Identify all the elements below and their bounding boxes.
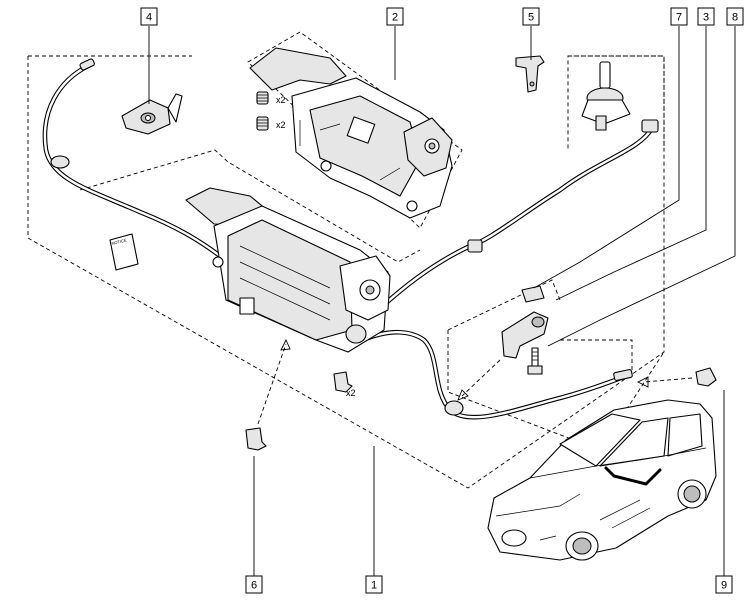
clip-quantity: x2 [346,388,356,398]
spring-quantity-a: x2 [276,95,286,105]
callout-2: 2 [386,7,404,26]
cable-end-fitting-left [79,58,95,71]
svg-text:7: 7 [676,12,682,24]
headlamp-assembly [185,187,391,353]
svg-text:4: 4 [146,12,152,24]
cable-lower [365,329,629,420]
clip-part-9 [695,367,717,387]
callout-5: 5 [522,7,540,26]
clip-part-5 [515,55,545,93]
clip-part-6 [245,427,267,451]
vehicle-harness [604,466,662,486]
svg-text:5: 5 [528,12,534,24]
bolt-part-8 [527,347,543,375]
arrow-bracket [461,359,501,397]
callout-8: 8 [726,7,744,26]
callout-7: 7 [670,7,688,26]
svg-text:6: 6 [251,580,257,592]
nut-part-3 [521,285,545,303]
arrow-part-9 [643,377,693,383]
spring-part-2b [256,116,269,131]
cable-end-fitting-rear [613,369,633,381]
callout-9: 9 [715,575,733,594]
cable-left [42,63,231,265]
actuator-part-7 [581,61,659,133]
group-outline-clip [560,339,633,380]
vehicle-illustration [487,399,717,561]
clip-part-1 [333,371,353,393]
svg-text:8: 8 [732,12,738,24]
svg-text:9: 9 [721,580,727,592]
svg-text:2: 2 [392,12,398,24]
manual-booklet: NOTICE [109,233,139,271]
support-bracket-part-2 [249,47,453,219]
arrow-part-6 [257,343,287,425]
svg-text:NOTICE: NOTICE [111,237,127,246]
spring-part-2a [256,91,269,105]
group-outline-lower [447,279,665,451]
group-outline-actuator [568,55,665,150]
callout-3: 3 [697,7,715,26]
bracket-part-4 [121,93,183,135]
clamp-cable-middle [467,239,483,253]
svg-text:1: 1 [371,580,377,592]
callout-6: 6 [245,575,263,594]
svg-text:3: 3 [703,12,709,24]
callout-1: 1 [365,575,383,594]
bracket-part-8 [501,311,549,359]
callout-4: 4 [140,7,158,26]
grommet-lower [444,400,464,416]
grommet-left [50,155,70,169]
group-outline-body [79,149,421,263]
spring-quantity-b: x2 [276,120,286,130]
